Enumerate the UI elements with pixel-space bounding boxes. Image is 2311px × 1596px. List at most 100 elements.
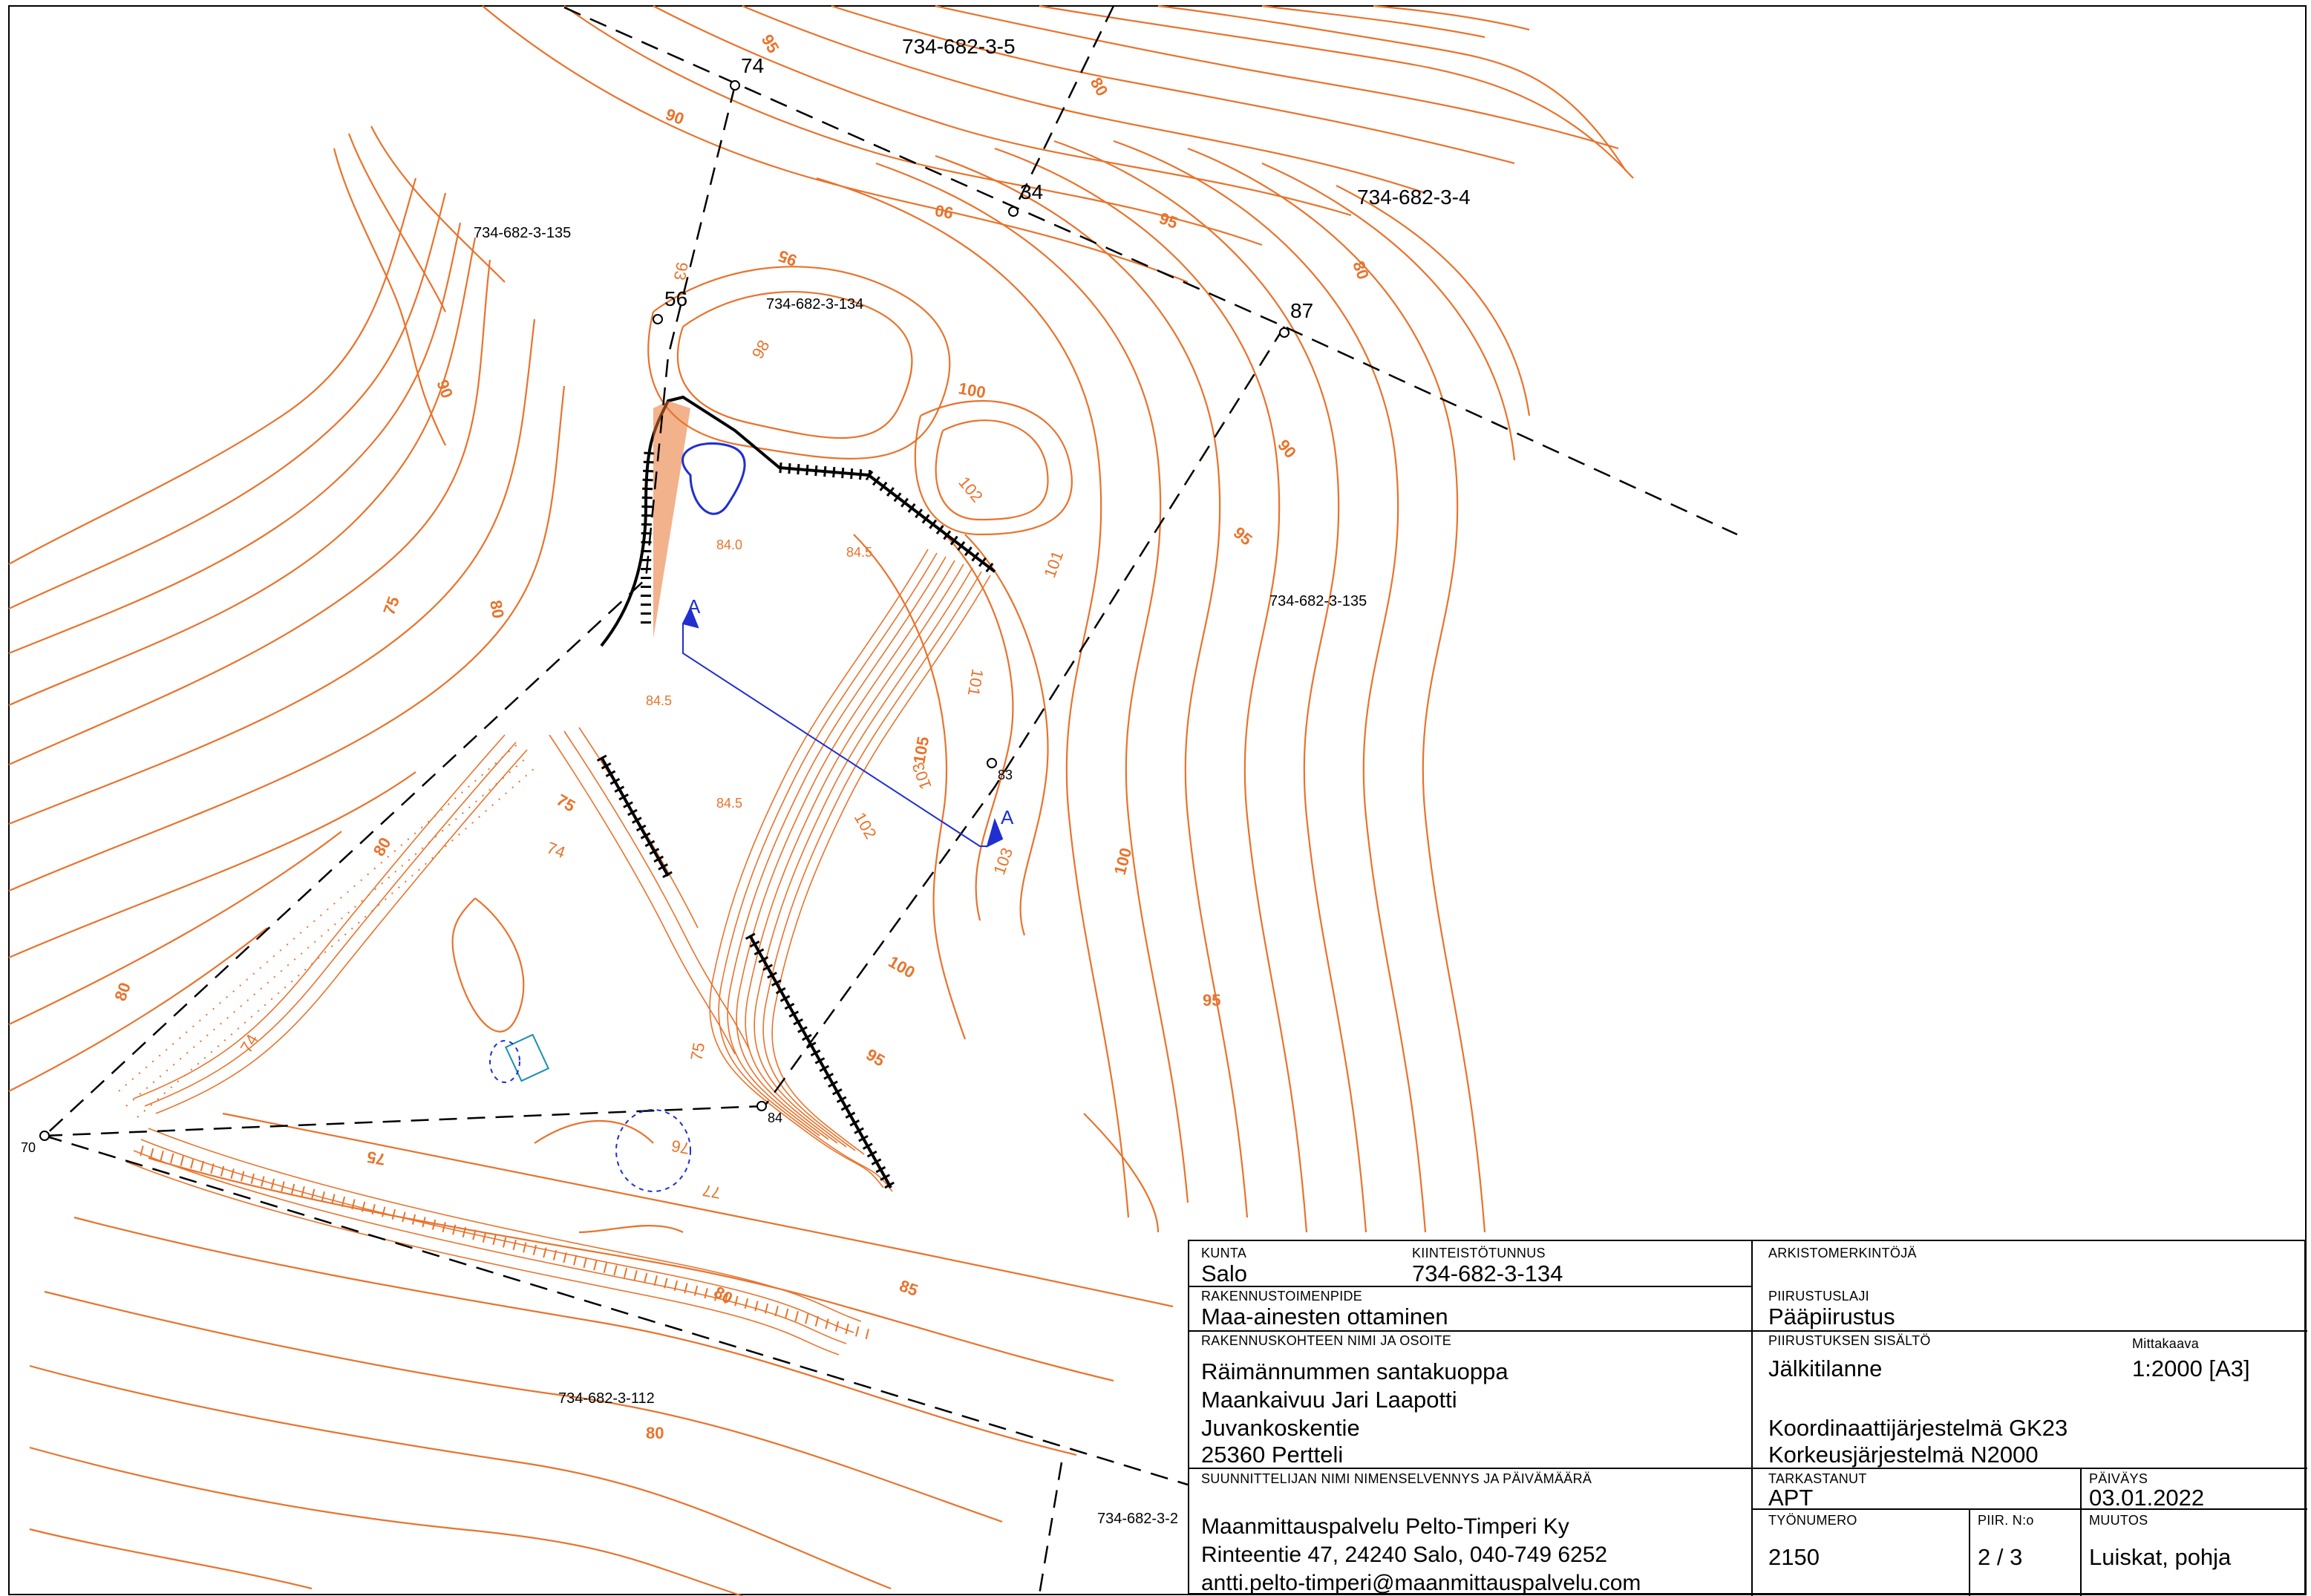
- survey-points: [39, 80, 1289, 1141]
- suunnittelija-line: Rinteentie 47, 24240 Salo, 040-749 6252: [1201, 1543, 1608, 1567]
- point-label: 74: [741, 54, 764, 77]
- spot-height: 84.5: [716, 796, 742, 811]
- kunta-value: Salo: [1201, 1260, 1248, 1286]
- contour-label: 102: [851, 809, 880, 842]
- suunnittelija-line: antti.pelto-timperi@maanmittauspalvelu.c…: [1201, 1571, 1641, 1595]
- spot-heights: 84.0 84.5 84.5 84.5: [646, 537, 872, 811]
- point-label: 70: [21, 1140, 36, 1155]
- mittakaava-value: 1:2000 [A3]: [2132, 1355, 2250, 1381]
- spot-height: 84.0: [716, 537, 742, 552]
- pit-edge-ticks: [596, 445, 998, 1191]
- parcel-label: 734-682-3-4: [1357, 186, 1471, 209]
- sisalto-label: PIIRUSTUKSEN SISÄLTÖ: [1768, 1333, 1931, 1348]
- contour-label: 80: [111, 980, 134, 1004]
- piirustuslaji-label: PIIRUSTUSLAJI: [1768, 1289, 1869, 1304]
- contour-label: 80: [486, 599, 508, 620]
- parcel-label: 734-682-3-2: [1097, 1511, 1178, 1527]
- point-label: 87: [1290, 299, 1313, 322]
- contour-label: 77: [701, 1181, 722, 1203]
- tarkastanut-value: APT: [1768, 1485, 1814, 1511]
- contour-label: 75: [365, 1148, 386, 1169]
- contour-label: 76: [670, 1137, 690, 1158]
- rakennustoimenpide-label: RAKENNUSTOIMENPIDE: [1201, 1289, 1363, 1304]
- suunnittelija-line: Maanmittauspalvelu Pelto-Timperi Ky: [1201, 1514, 1569, 1539]
- parcel-labels: 734-682-3-5 734-682-3-4 734-682-3-135 73…: [474, 35, 1471, 1527]
- contour-label: 74: [544, 838, 568, 862]
- rakennustoimenpide-value: Maa-ainesten ottaminen: [1201, 1304, 1448, 1330]
- section-marker-label: A: [1001, 806, 1014, 828]
- contour-label: 75: [554, 791, 579, 816]
- contour-label: 100: [1111, 846, 1136, 877]
- contour-label: 95: [863, 1045, 889, 1070]
- contour-label: 80: [711, 1283, 736, 1308]
- section-line: [681, 442, 1004, 848]
- contour-label: 80: [646, 1424, 664, 1442]
- spot-height: 84.5: [846, 545, 872, 560]
- kohde-line: 25360 Pertteli: [1201, 1442, 1344, 1468]
- paivays-value: 03.01.2022: [2089, 1485, 2205, 1511]
- suunnittelija-label: SUUNNITTELIJAN NIMI NIMENSELVENNYS JA PÄ…: [1201, 1471, 1592, 1486]
- point-label: 34: [1020, 180, 1043, 203]
- sisalto-value: Jälkitilanne: [1768, 1355, 1883, 1381]
- contour-label: 95: [1230, 523, 1256, 549]
- title-block: KUNTA Salo KIINTEISTÖTUNNUS 734-682-3-13…: [1188, 1240, 2307, 1596]
- muutos-label: MUUTOS: [2089, 1513, 2148, 1528]
- tyonumero-label: TYÖNUMERO: [1768, 1513, 1857, 1528]
- piirustusnumero-label: PIIR. N:o: [1978, 1513, 2034, 1528]
- contour-label: 101: [964, 667, 987, 698]
- parcel-label: 734-682-3-135: [1269, 593, 1367, 609]
- parcel-label: 734-682-3-112: [558, 1390, 655, 1407]
- kohde-line: Juvankoskentie: [1201, 1415, 1360, 1441]
- contour-label: 90: [433, 377, 457, 401]
- point-label: 83: [998, 768, 1013, 782]
- contour-label: 90: [933, 201, 954, 223]
- parcel-label: 734-682-3-5: [902, 35, 1016, 58]
- muutos-value: Luiskat, pohja: [2089, 1544, 2232, 1570]
- contour-label: 75: [687, 1041, 708, 1062]
- contour-label: 100: [886, 952, 918, 982]
- contour-label: 75: [379, 594, 403, 618]
- map-frame: [8, 5, 2307, 1595]
- kiinteistotunnus-value: 734-682-3-134: [1412, 1260, 1563, 1286]
- contour-label: 80: [1087, 74, 1112, 99]
- spot-height: 84.5: [646, 693, 672, 708]
- kunta-label: KUNTA: [1201, 1246, 1247, 1260]
- contour-label: 90: [1274, 436, 1300, 462]
- piirustusnumero-value: 2 / 3: [1978, 1544, 2023, 1570]
- section-marker-label: A: [687, 595, 701, 618]
- contour-label: 95: [758, 31, 783, 56]
- kiinteistotunnus-label: KIINTEISTÖTUNNUS: [1412, 1246, 1546, 1260]
- contour-label: 100: [957, 379, 987, 402]
- contour-label: 102: [955, 473, 987, 506]
- contour-lines: [8, 4, 1634, 1596]
- contour-label: 95: [1157, 209, 1180, 232]
- tarkastanut-label: TARKASTANUT: [1768, 1471, 1867, 1486]
- contour-label: 74: [237, 1031, 262, 1056]
- contour-label: 98: [748, 337, 774, 362]
- koordinaattijarjestelma: Koordinaattijärjestelmä GK23: [1768, 1415, 2068, 1441]
- contour-label: 85: [897, 1276, 921, 1300]
- mittakaava-label: Mittakaava: [2132, 1336, 2200, 1351]
- property-boundaries: [44, 5, 1738, 1595]
- contour-label: 80: [370, 834, 395, 860]
- kohde-line: Maankaivuu Jari Laapotti: [1201, 1387, 1457, 1413]
- section-markers: A A: [687, 595, 1014, 828]
- well-symbols: [489, 1040, 691, 1192]
- parcel-label: 734-682-3-135: [474, 225, 571, 241]
- contour-labels: 95 90 80 90 95 80 95 100 102 101 90 95 9…: [111, 31, 1373, 1442]
- contour-label: 105: [909, 735, 932, 765]
- contour-label: 103: [990, 846, 1016, 877]
- piirustuslaji-value: Pääpiirustus: [1768, 1304, 1895, 1330]
- kohde-label: RAKENNUSKOHTEEN NIMI JA OSOITE: [1201, 1333, 1452, 1348]
- contour-label: 95: [776, 246, 800, 270]
- contour-label: 93: [670, 261, 692, 281]
- kohde-line: Räimännummen santakuoppa: [1201, 1358, 1508, 1384]
- contour-label: 90: [663, 105, 687, 128]
- contour-label: 80: [1349, 258, 1373, 282]
- paivays-label: PÄIVÄYS: [2089, 1471, 2148, 1486]
- contour-label: 101: [1040, 549, 1067, 580]
- point-label: 56: [664, 287, 687, 310]
- parcel-label: 734-682-3-134: [766, 296, 863, 313]
